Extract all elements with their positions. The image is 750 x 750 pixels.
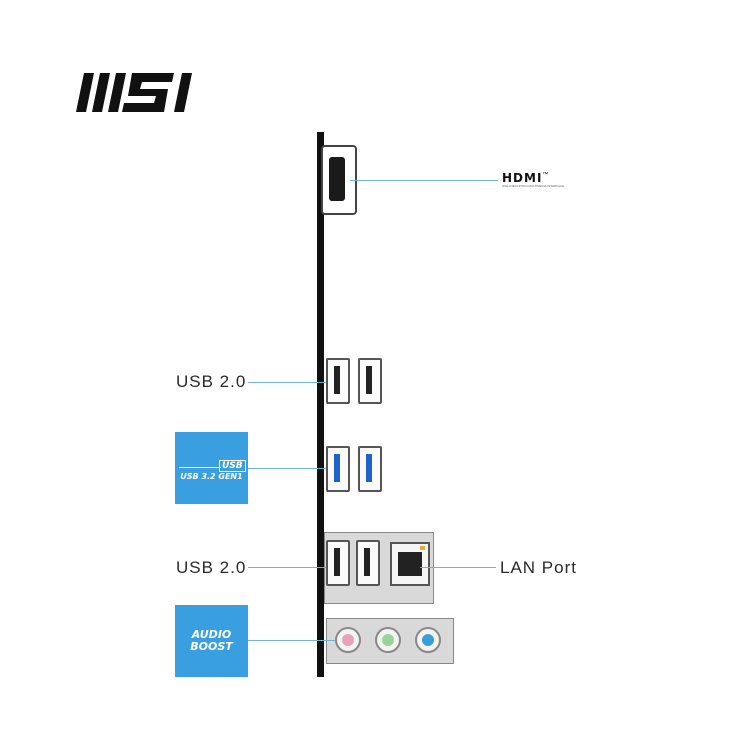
- usb2-bottom-leader-line: [248, 567, 338, 568]
- msi-logo: [76, 73, 192, 112]
- usb32-port-1: [326, 446, 350, 492]
- audio-jack-pink: [335, 627, 361, 653]
- usb2-top-label: USB 2.0: [176, 372, 247, 391]
- audio-leader-line: [248, 640, 340, 641]
- usb2-top-leader-line: [248, 382, 338, 383]
- audio-jack-blue: [415, 627, 441, 653]
- usb2-port-4: [356, 540, 380, 586]
- lan-leader-line: [420, 567, 496, 568]
- usb32-leader-line: [248, 468, 338, 469]
- lan-port-label: LAN Port: [500, 558, 577, 577]
- hdmi-leader-line: [350, 180, 498, 181]
- usb32-badge-line1: USB: [219, 460, 246, 472]
- usb32-badge-line2: USB 3.2 GEN1: [180, 472, 243, 481]
- hdmi-tagline: HIGH-DEFINITION MULTIMEDIA INTERFACE: [502, 184, 565, 188]
- hdmi-logo-text: HDMI: [502, 171, 543, 185]
- audio-jack-green: [375, 627, 401, 653]
- usb2-port-3: [326, 540, 350, 586]
- lan-port: [390, 542, 430, 586]
- usb2-port-1: [326, 358, 350, 404]
- usb32-gen1-badge: USB USB 3.2 GEN1: [175, 432, 248, 504]
- hdmi-tm: ™: [542, 172, 549, 178]
- hdmi-logo: HDMI ™ HIGH-DEFINITION MULTIMEDIA INTERF…: [502, 172, 572, 190]
- io-panel-bar: [317, 132, 324, 677]
- usb2-port-2: [358, 358, 382, 404]
- usb2-bottom-label: USB 2.0: [176, 558, 247, 577]
- usb32-port-2: [358, 446, 382, 492]
- audio-badge-line2: BOOST: [190, 640, 233, 653]
- audio-badge-line1: AUDIO: [191, 628, 232, 641]
- audio-boost-badge: AUDIO BOOST: [175, 605, 248, 677]
